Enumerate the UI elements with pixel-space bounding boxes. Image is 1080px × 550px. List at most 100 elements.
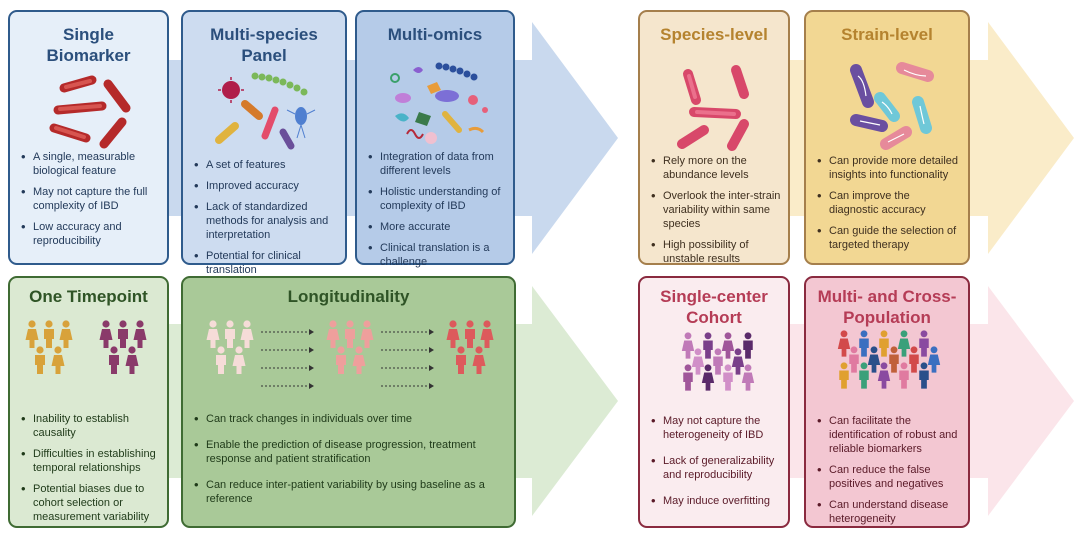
person-icon xyxy=(681,332,695,359)
person-icon xyxy=(472,346,486,374)
list-item: High possibility of unstable results xyxy=(650,238,782,266)
person-icon xyxy=(691,348,705,375)
single-center-cohort-bullets: May not capture the heterogeneity of IBD… xyxy=(650,414,782,515)
person-icon xyxy=(741,364,755,391)
list-item: A set of features xyxy=(193,158,339,172)
person-icon xyxy=(897,330,911,357)
list-item: Potential biases due to cohort selection… xyxy=(20,482,161,524)
people-groups-icon xyxy=(25,320,147,374)
list-item: May not capture the heterogeneity of IBD xyxy=(650,414,782,442)
single-center-cohort-card: Single-center Cohort May not capture the… xyxy=(638,276,790,528)
list-item: Can improve the diagnostic accuracy xyxy=(816,189,962,217)
person-icon xyxy=(118,320,128,348)
person-icon xyxy=(345,320,355,348)
longitudinality-title: Longitudinality xyxy=(287,287,410,306)
list-item: Low accuracy and reproducibility xyxy=(20,220,161,248)
one-timepoint-title: One Timepoint xyxy=(29,287,148,306)
dna-bacteria-icon xyxy=(850,62,934,150)
rod-bacteria-icon xyxy=(49,75,131,149)
list-item: May induce overfitting xyxy=(650,494,782,508)
person-icon xyxy=(125,346,139,374)
list-item: Overlook the inter-strain variability wi… xyxy=(650,189,782,231)
person-icon xyxy=(859,362,869,389)
multi-species-panel-bullets: A set of features Improved accuracy Lack… xyxy=(193,158,339,284)
person-icon xyxy=(721,332,735,359)
list-item: Holistic understanding of complexity of … xyxy=(367,185,507,213)
strain-level-title: Strain-level xyxy=(841,25,933,44)
person-icon xyxy=(731,348,745,375)
strain-level-card: Strain-level Can provide more detailed i… xyxy=(804,10,970,265)
person-icon xyxy=(859,330,869,357)
person-icon xyxy=(701,364,715,391)
list-item: Improved accuracy xyxy=(193,179,339,193)
list-item: More accurate xyxy=(367,220,507,234)
rod-bacteria-icon xyxy=(677,65,749,151)
person-icon xyxy=(446,320,460,348)
arrowhead-icon xyxy=(309,383,314,389)
person-icon xyxy=(44,320,54,348)
arrowhead-icon xyxy=(309,347,314,353)
strain-level-bullets: Can provide more detailed insights into … xyxy=(816,154,962,259)
person-icon xyxy=(109,346,119,374)
person-icon xyxy=(232,346,246,374)
person-icon xyxy=(206,320,220,348)
multi-omics-title: Multi-omics xyxy=(387,25,483,44)
arrowhead-icon xyxy=(429,383,434,389)
molecules-icon xyxy=(390,62,488,144)
list-item: Can facilitate the identification of rob… xyxy=(816,414,962,456)
single-biomarker-bullets: A single, measurable biological feature … xyxy=(20,150,161,255)
list-item: Difficulties in establishing temporal re… xyxy=(20,447,161,475)
person-icon xyxy=(909,346,919,373)
person-icon xyxy=(456,346,466,374)
person-icon xyxy=(360,320,374,348)
person-icon xyxy=(713,348,723,375)
species-level-bullets: Rely more on the abundance levels Overlo… xyxy=(650,154,782,273)
list-item: Lack of generalizability and reproducibi… xyxy=(650,454,782,482)
species-level-title: Species-level xyxy=(660,25,768,44)
people-over-time-icon xyxy=(206,320,494,389)
list-item: May not capture the full complexity of I… xyxy=(20,185,161,213)
person-icon xyxy=(837,330,851,357)
multi-species-panel-card: Multi-species Panel A set of features Im… xyxy=(181,10,347,276)
multi-omics-bullets: Integration of data from different level… xyxy=(367,150,507,276)
multi-cross-population-card: Multi- and Cross- Population Can facilit… xyxy=(804,276,970,528)
person-icon xyxy=(877,362,891,389)
longitudinality-bullets: Can track changes in individuals over ti… xyxy=(193,412,500,513)
species-level-card: Species-level Rely more on the abundance… xyxy=(638,10,790,265)
multi-cross-population-title: Multi- and Cross- Population xyxy=(817,287,957,327)
person-icon xyxy=(889,346,899,373)
list-item: Rely more on the abundance levels xyxy=(650,154,782,182)
person-icon xyxy=(867,346,881,373)
person-icon xyxy=(743,332,753,359)
multi-cross-population-bullets: Can facilitate the identification of rob… xyxy=(816,414,962,533)
list-item: Can guide the selection of targeted ther… xyxy=(816,224,962,252)
one-timepoint-card: One Timepoint Inability to establish cau… xyxy=(8,276,169,528)
single-center-cohort-title: Single-center Cohort xyxy=(660,287,768,327)
list-item: Clinical translation is a challenge xyxy=(367,241,507,269)
list-item: Integration of data from different level… xyxy=(367,150,507,178)
list-item: Can track changes in individuals over ti… xyxy=(193,412,500,426)
mixed-microbes-icon xyxy=(215,72,316,150)
person-icon xyxy=(352,346,366,374)
person-icon xyxy=(839,362,849,389)
person-icon xyxy=(683,364,693,391)
person-icon xyxy=(899,362,909,389)
list-item: Can understand disease heterogeneity xyxy=(816,498,962,526)
list-item: Enable the prediction of disease progres… xyxy=(193,438,500,466)
arrowhead-icon xyxy=(429,329,434,335)
arrowhead-icon xyxy=(429,365,434,371)
person-icon xyxy=(225,320,235,348)
diverse-crowd-icon xyxy=(837,330,941,389)
person-icon xyxy=(59,320,73,348)
person-icon xyxy=(35,346,45,374)
multi-omics-card: Multi-omics Integration of data from dif… xyxy=(355,10,515,268)
person-icon xyxy=(919,330,929,357)
list-item: Can reduce inter-patient variability by … xyxy=(193,478,500,506)
person-icon xyxy=(919,362,929,389)
person-icon xyxy=(927,346,941,373)
list-item: Can reduce the false positives and negat… xyxy=(816,463,962,491)
list-item: Can provide more detailed insights into … xyxy=(816,154,962,182)
person-icon xyxy=(240,320,254,348)
person-icon xyxy=(703,332,713,359)
person-icon xyxy=(133,320,147,348)
